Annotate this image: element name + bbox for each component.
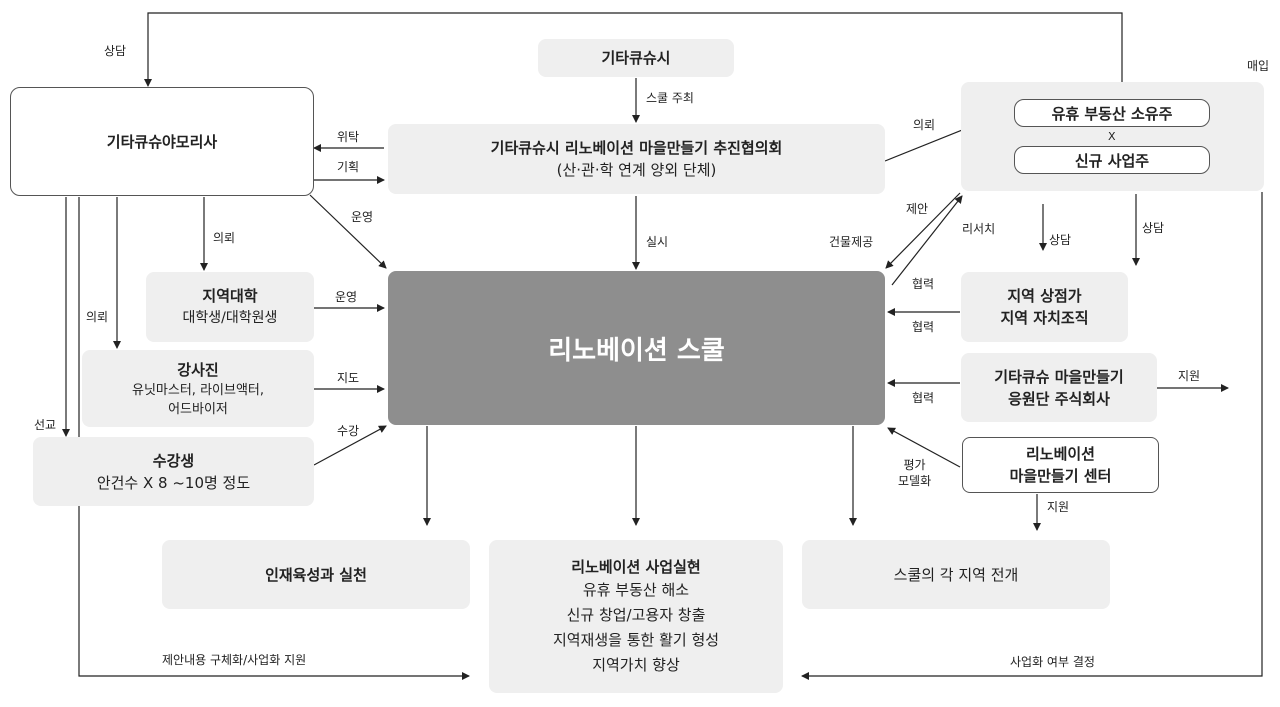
business-item-2: 신규 창업/고용자 창출	[566, 605, 706, 624]
business-item-1: 유휴 부동산 해소	[582, 580, 690, 599]
label-select: 선교	[34, 418, 57, 432]
label-operate-yamori: 운영	[351, 210, 374, 224]
renovation-center-line2: 마을만들기 센터	[1009, 467, 1112, 485]
label-request-lecturer: 의뢰	[86, 310, 109, 324]
label-research: 리서치	[962, 222, 996, 236]
yamori-company-box: 기타큐슈야모리사	[10, 87, 314, 196]
new-business-owner-label: 신규 사업주	[1074, 151, 1150, 170]
label-decision: 사업화 여부 결정	[1010, 655, 1095, 669]
arrow-attend	[313, 425, 387, 466]
label-model: 모델화	[898, 474, 932, 488]
talent-development-label: 인재육성과 실천	[265, 565, 367, 584]
yamori-company-label: 기타큐슈야모리사	[106, 132, 218, 151]
renovation-center-box: 리노베이션 마을만들기 센터	[962, 437, 1159, 493]
label-implement: 실시	[646, 235, 669, 249]
label-support-out: 지원	[1178, 369, 1201, 383]
new-business-owner-pill: 신규 사업주	[1014, 146, 1210, 174]
label-support-center: 지원	[1047, 500, 1070, 514]
label-guide: 지도	[337, 371, 360, 385]
support-company-line2: 응원단 주식회사	[1008, 389, 1110, 408]
label-building: 건물제공	[829, 235, 874, 249]
renovation-school-label: 리노베이션 스쿨	[548, 335, 725, 366]
support-company-line1: 기타큐슈 마을만들기	[994, 367, 1124, 386]
kitakyushu-city-box: 기타큐슈시	[538, 39, 734, 77]
lecturers-sub2: 어드바이저	[168, 401, 228, 417]
label-coop-1: 협력	[912, 277, 935, 291]
university-title: 지역대학	[202, 287, 258, 305]
students-box: 수강생 안건수 X 8 ~10명 정도	[33, 437, 314, 506]
council-title: 기타큐슈시 리노베이션 마을만들기 추진협의회	[490, 139, 783, 157]
label-entrust: 위탁	[337, 130, 360, 144]
label-school-host: 스쿨 주최	[646, 91, 694, 105]
renovation-center-line1: 리노베이션	[1025, 445, 1095, 463]
local-shops-box: 지역 상점가 지역 자치조직	[961, 272, 1128, 342]
arrow-operate-yamori	[309, 194, 387, 269]
label-purchase: 매입	[1247, 59, 1270, 73]
label-coop-3: 협력	[912, 391, 935, 405]
label-attend: 수강	[337, 424, 360, 438]
arrow-consult-top	[144, 12, 1123, 87]
label-consult-mid: 상담	[1049, 233, 1072, 247]
arrow-proposal-support	[78, 197, 470, 680]
local-shops-line2: 지역 자치조직	[1000, 309, 1089, 327]
label-evaluate: 평가	[903, 458, 926, 472]
label-proposal-support: 제안내용 구체화/사업화 지원	[162, 653, 307, 667]
students-subtitle: 안건수 X 8 ~10명 정도	[96, 473, 251, 492]
business-item-4: 지역가치 향상	[592, 655, 680, 674]
label-operate-univ: 운영	[335, 290, 358, 304]
label-propose: 제안	[906, 202, 929, 216]
idle-property-owner-pill: 유휴 부동산 소유주	[1014, 99, 1210, 127]
label-consult-top: 상담	[104, 44, 127, 58]
label-request-univ: 의뢰	[213, 231, 236, 245]
university-box: 지역대학 대학생/대학원생	[146, 272, 314, 342]
local-shops-line1: 지역 상점가	[1007, 287, 1082, 305]
arrow-decision	[801, 192, 1263, 680]
label-plan: 기획	[337, 160, 360, 174]
council-subtitle: (산·관·학 연계 양외 단체)	[556, 161, 717, 179]
business-realization-box: 리노베이션 사업실현 유휴 부동산 해소 신규 창업/고용자 창출 지역재생을 …	[489, 540, 783, 693]
students-title: 수강생	[152, 451, 195, 470]
lecturers-box: 강사진 유닛마스터, 라이브액터, 어드바이저	[82, 350, 314, 427]
talent-development-box: 인재육성과 실천	[162, 540, 470, 609]
arrow-propose	[891, 195, 963, 286]
business-realization-title: 리노베이션 사업실현	[571, 557, 701, 576]
arrow-building	[885, 192, 961, 269]
lecturers-title: 강사진	[177, 360, 219, 379]
kitakyushu-city-label: 기타큐슈시	[601, 49, 671, 67]
business-item-3: 지역재생을 통한 활기 형성	[552, 630, 720, 649]
university-subtitle: 대학생/대학원생	[182, 310, 278, 326]
label-consult-right: 상담	[1142, 221, 1165, 235]
label-coop-2: 협력	[912, 320, 935, 334]
regional-expansion-box: 스쿨의 각 지역 전개	[802, 540, 1110, 609]
label-evaluate-model: 평가 모델화	[898, 457, 931, 489]
support-company-box: 기타큐슈 마을만들기 응원단 주식회사	[961, 353, 1157, 422]
idle-property-owner-label: 유휴 부동산 소유주	[1051, 104, 1173, 123]
council-box: 기타큐슈시 리노베이션 마을만들기 추진협의회 (산·관·학 연계 양외 단체)	[388, 124, 885, 194]
lecturers-sub1: 유닛마스터, 라이브액터,	[132, 382, 264, 398]
arrow-evaluate	[887, 427, 961, 468]
owner-x-mark: X	[1108, 130, 1116, 143]
renovation-school-box: 리노베이션 스쿨	[388, 271, 885, 425]
regional-expansion-label: 스쿨의 각 지역 전개	[893, 565, 1019, 584]
label-request-owner: 의뢰	[913, 118, 936, 132]
